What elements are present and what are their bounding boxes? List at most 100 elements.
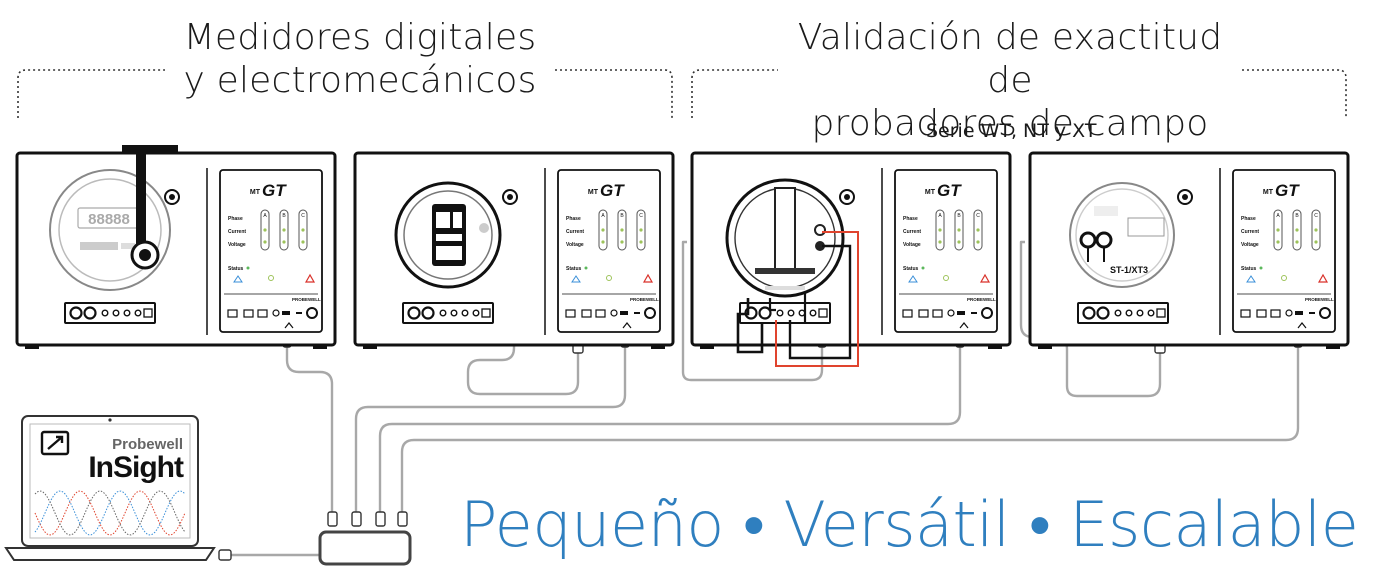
series-label: Serie WT, NT y XT [926,120,1097,142]
phase-row-label: Phase [566,216,581,222]
panel-logo-gt: GT [1275,181,1300,200]
laptop: Probewell InSight [4,415,216,561]
phase-row-label: Voltage [228,242,246,248]
phase-column-label: B [1295,213,1299,219]
phase-led [957,240,961,244]
phase-column-label: A [263,213,267,219]
electromechanical-meter: 88888 [49,145,178,291]
status-label: Status [228,266,244,272]
control-panel [894,169,998,333]
front-connector-strip [1077,302,1169,324]
info-icon [1246,275,1256,283]
phase-led [601,240,605,244]
laptop-product: InSight [88,451,184,484]
waveform-trace [34,490,186,536]
phase-led [620,228,624,232]
phase-row-label: Current [228,229,246,235]
phase-led [1314,240,1318,244]
status-led [584,266,588,270]
control-panel [219,169,323,333]
unit-foot [700,345,714,349]
phase-column-label: A [938,213,942,219]
insight-logo-icon [40,430,70,456]
panel-logo-mt: MT [588,189,599,196]
meter-display: 88888 [88,211,130,228]
phase-row-label: Current [566,229,584,235]
unit-foot [363,345,377,349]
phase-led [1314,228,1318,232]
control-panel [1232,169,1336,333]
heading-testers-line1: Validación de exactitud de [797,17,1223,101]
ok-icon [606,275,612,281]
brand-label: PROBEWELL [967,297,996,302]
lock-icon [164,189,180,205]
status-led [1259,266,1263,270]
status-label: Status [903,266,919,272]
phase-row-label: Phase [903,216,918,222]
usb-cables [231,240,1300,557]
phase-led [301,240,305,244]
front-connector-strip [64,302,156,324]
phase-column-label: C [1314,213,1318,219]
phase-row-label: Voltage [1241,242,1259,248]
control-panel [557,169,661,333]
phase-led [301,228,305,232]
status-led [246,266,250,270]
phase-led [976,240,980,244]
phase-led [1295,240,1299,244]
slogan: Pequeño • Versátil • Escalable [460,488,1359,561]
phase-column-label: C [976,213,980,219]
phase-led [282,240,286,244]
phase-led [1276,240,1280,244]
lock-icon [1177,189,1193,205]
lock-icon [502,189,518,205]
phase-led [639,228,643,232]
heading-meters-line2: y electromecánicos [183,60,537,101]
ok-icon [268,275,274,281]
status-label: Status [1241,266,1257,272]
heading-meters-line1: Medidores digitales [183,17,537,58]
panel-ports [227,307,318,319]
left-bracket [17,69,673,118]
phase-led [976,228,980,232]
unit-foot [1326,345,1340,349]
heading-testers-line2: probadores de campo [811,103,1209,144]
unit-foot [1038,345,1052,349]
usb-port-marker [622,322,632,329]
panel-logo-mt: MT [250,189,261,196]
ok-icon [943,275,949,281]
warning-icon [304,273,316,283]
digital-meter [394,181,502,289]
phase-led [282,228,286,232]
unit-foot [651,345,665,349]
waveform-display [34,490,186,536]
lock-icon [839,189,855,205]
usb-hub [318,530,412,566]
info-icon [571,275,581,283]
laptop-brand: Probewell [112,436,183,453]
phase-column-label: B [282,213,286,219]
field-tester-wt [725,178,859,367]
phase-column-label: C [301,213,305,219]
phase-row-label: Voltage [566,242,584,248]
info-icon [233,275,243,283]
phase-led [601,228,605,232]
phase-column-label: B [957,213,961,219]
usb-port-marker [1297,322,1307,329]
panel-logo-mt: MT [1263,189,1274,196]
phase-led [263,240,267,244]
unit-foot [25,345,39,349]
ok-icon [1281,275,1287,281]
brand-label: PROBEWELL [1305,297,1334,302]
panel-logo-gt: GT [937,181,962,200]
panel-logo-gt: GT [600,181,625,200]
phase-row-label: Voltage [903,242,921,248]
panel-ports [565,307,656,319]
phase-row-label: Current [903,229,921,235]
phase-column-label: A [1276,213,1280,219]
unit-foot [988,345,1002,349]
panel-ports [902,307,993,319]
warning-icon [1317,273,1329,283]
